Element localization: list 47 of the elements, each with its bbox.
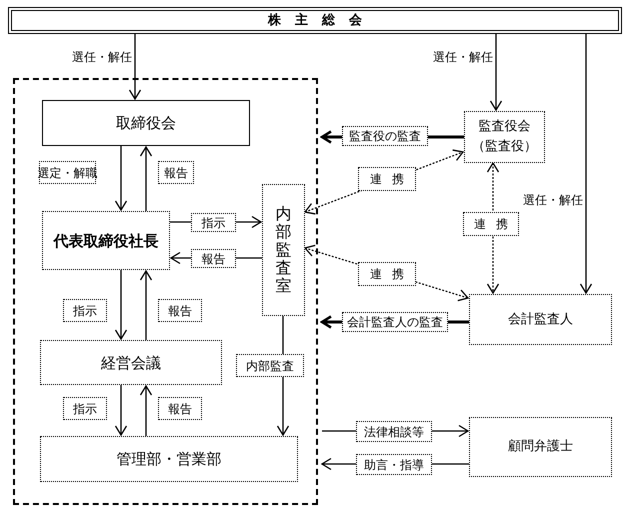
edge-label: 指示 — [191, 213, 236, 232]
edge-label: 内部監査 — [236, 354, 304, 377]
header-box — [8, 7, 622, 34]
edge-label: 法律相談等 — [356, 421, 432, 442]
box-sublabel: （監査役） — [472, 138, 537, 156]
org-box — [262, 184, 305, 316]
box-label: 管理部・営業部 — [116, 449, 222, 469]
box-label: 顧問弁護士 — [508, 438, 573, 456]
edge-label: 指示 — [63, 299, 107, 322]
edge-label: 選任・解任 — [432, 49, 493, 66]
edge-label: 連携 — [463, 212, 519, 236]
arrow — [128, 34, 142, 100]
arrow — [140, 385, 152, 436]
arrow — [114, 146, 128, 211]
edge-label: 選任・解任 — [522, 192, 583, 209]
board-box — [42, 100, 250, 146]
group-frame — [13, 78, 318, 505]
box-label: 取締役会 — [116, 113, 176, 133]
org-box — [42, 211, 170, 270]
edge-label: 選任・解任 — [71, 49, 132, 66]
box-label: 監査役会 — [478, 118, 530, 136]
org-box — [40, 436, 298, 482]
org-box — [469, 417, 612, 477]
org-box — [464, 111, 545, 163]
org-box — [40, 340, 222, 385]
edge-label: 連携 — [358, 167, 416, 191]
edge-label: 報告 — [191, 249, 236, 268]
org-box — [469, 294, 612, 345]
edge-label: 指示 — [63, 397, 107, 420]
box-label: 代表取締役社長 — [54, 230, 158, 250]
arrow — [580, 34, 592, 294]
edge-label: 報告 — [158, 299, 202, 322]
edge-label: 監査役の監査 — [342, 126, 428, 146]
edge-label: 会計監査人の監査 — [342, 312, 448, 332]
box-label: 会計監査人 — [508, 310, 573, 328]
edge-label: 報告 — [158, 397, 202, 420]
box-label: 株主総会 — [268, 12, 376, 30]
box-label: 経営会議 — [101, 352, 161, 372]
arrow — [114, 270, 128, 340]
edge-label: 連携 — [358, 262, 416, 286]
edge-label: 助言・指導 — [356, 454, 432, 475]
edge-label: 報告 — [158, 161, 194, 184]
arrow — [140, 146, 152, 211]
arrow — [140, 270, 152, 340]
arrow — [114, 385, 128, 436]
box-label: 内部監査室 — [276, 205, 292, 295]
arrow — [490, 34, 502, 111]
